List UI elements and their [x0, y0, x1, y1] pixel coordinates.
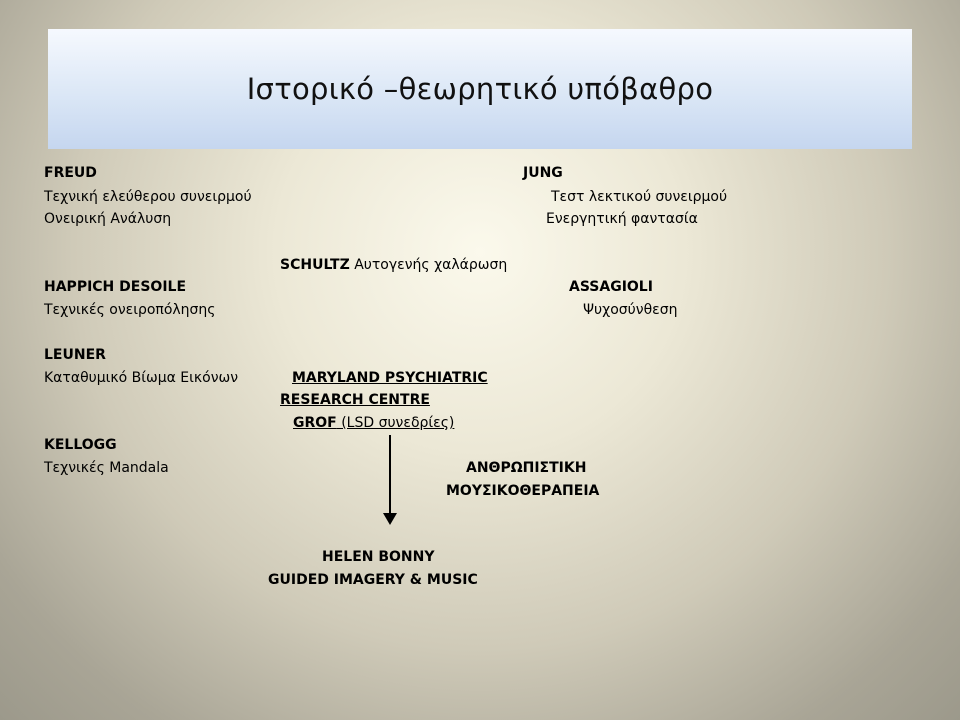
bonny-name: HELEN BONNY	[322, 549, 435, 565]
kellogg-technique: Τεχνικές Mandala	[44, 460, 169, 476]
jung-technique-2: Ενεργητική φαντασία	[546, 211, 698, 227]
schultz-entry: SCHULTZ Αυτογενής χαλάρωση	[280, 256, 507, 274]
bonny-method: GUIDED IMAGERY & MUSIC	[268, 572, 478, 588]
schultz-name: SCHULTZ	[280, 257, 350, 273]
schultz-desc: Αυτογενής χαλάρωση	[349, 257, 508, 273]
grof-name: GROF	[293, 415, 337, 431]
maryland-line-2: RESEARCH CENTRE	[280, 392, 430, 408]
slide-title: Ιστορικό –θεωρητικό υπόβαθρο	[246, 72, 714, 106]
down-arrow-icon	[383, 513, 397, 525]
freud-name: FREUD	[44, 165, 97, 181]
jung-technique-1: Τεστ λεκτικού συνειρμού	[551, 189, 728, 205]
jung-name: JUNG	[523, 165, 563, 181]
freud-technique-1: Τεχνική ελεύθερου συνειρμού	[44, 189, 252, 205]
happich-technique: Τεχνικές ονειροπόλησης	[44, 302, 216, 318]
assagioli-name: ASSAGIOLI	[569, 279, 653, 295]
maryland-line-1: MARYLAND PSYCHIATRIC	[292, 370, 488, 386]
kellogg-name: KELLOGG	[44, 437, 117, 453]
humanistic-line-1: ΑΝΘΡΩΠΙΣΤΙΚΗ	[466, 460, 587, 476]
assagioli-technique: Ψυχοσύνθεση	[583, 302, 678, 318]
happich-desoile-name: HAPPICH DESOILE	[44, 279, 187, 295]
title-banner: Ιστορικό –θεωρητικό υπόβαθρο	[48, 29, 912, 149]
grof-entry: GROF (LSD συνεδρίες)	[293, 414, 454, 432]
leuner-name: LEUNER	[44, 347, 106, 363]
leuner-technique: Καταθυμικό Βίωμα Εικόνων	[44, 370, 239, 386]
arrow-shaft	[389, 435, 391, 515]
freud-technique-2: Ονειρική Ανάλυση	[44, 211, 172, 227]
grof-desc: (LSD συνεδρίες)	[336, 415, 455, 431]
humanistic-line-2: ΜΟΥΣΙΚΟΘΕΡΑΠΕΙΑ	[446, 483, 600, 499]
